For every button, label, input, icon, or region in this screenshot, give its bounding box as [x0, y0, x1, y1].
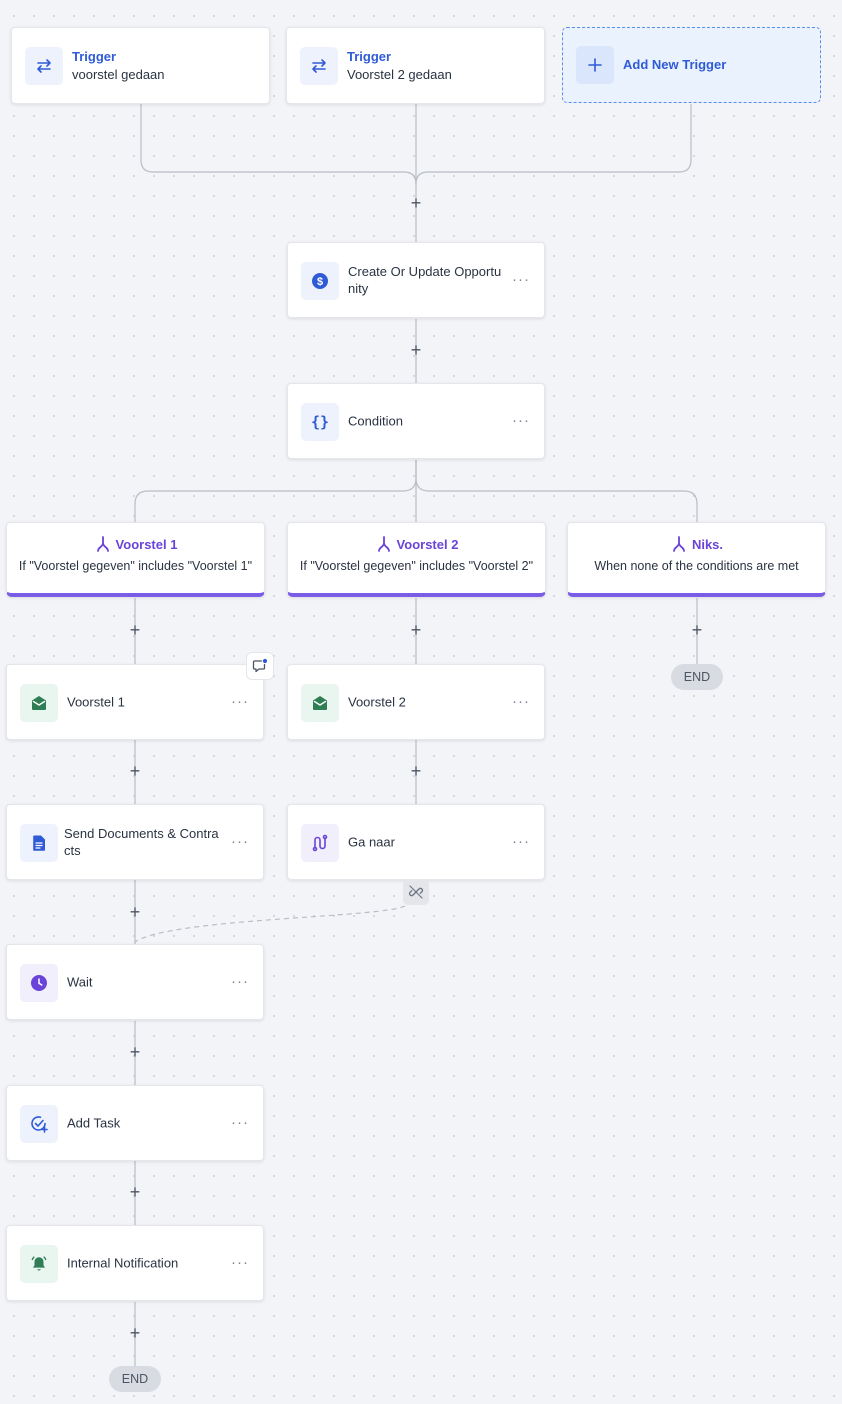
add-step-button[interactable]: +: [691, 620, 703, 640]
action-wait[interactable]: Wait ···: [6, 944, 264, 1020]
document-icon: [20, 824, 58, 862]
action-email-voorstel-1[interactable]: Voorstel 1 ···: [6, 664, 264, 740]
trigger-kicker: Trigger: [72, 49, 117, 64]
add-step-button[interactable]: +: [129, 620, 141, 640]
arrows-exchange-icon: [25, 47, 63, 85]
trigger-name: Voorstel 2 gedaan: [347, 67, 452, 82]
end-marker: END: [109, 1366, 161, 1392]
bell-icon: [20, 1245, 58, 1283]
branch-icon: [673, 536, 685, 552]
add-step-button[interactable]: +: [129, 1042, 141, 1062]
action-label: Ga naar: [348, 834, 395, 850]
branch-niks[interactable]: Niks. When none of the conditions are me…: [567, 522, 826, 597]
add-step-button[interactable]: +: [410, 340, 422, 360]
branch-description: When none of the conditions are met: [594, 559, 799, 573]
branch-voorstel-1[interactable]: Voorstel 1 If "Voorstel gegeven" include…: [6, 522, 265, 597]
action-label: Send Documents & Contracts: [64, 826, 219, 858]
action-internal-notification[interactable]: Internal Notification ···: [6, 1225, 264, 1301]
action-label: Voorstel 1: [67, 694, 125, 710]
add-step-button[interactable]: +: [129, 902, 141, 922]
branch-description: If "Voorstel gegeven" includes "Voorstel…: [299, 559, 534, 573]
trigger-kicker: Trigger: [347, 49, 392, 64]
more-options-button[interactable]: ···: [512, 412, 530, 429]
add-trigger-label: Add New Trigger: [623, 57, 727, 72]
arrows-exchange-icon: [300, 47, 338, 85]
action-label: Condition: [348, 413, 403, 429]
branch-voorstel-2[interactable]: Voorstel 2 If "Voorstel gegeven" include…: [287, 522, 546, 597]
add-step-button[interactable]: +: [410, 620, 422, 640]
plus-icon: [576, 46, 614, 84]
branch-icon: [377, 536, 390, 552]
add-new-trigger-button[interactable]: Add New Trigger: [562, 27, 821, 103]
action-label: Wait: [67, 974, 93, 990]
more-options-button[interactable]: ···: [231, 693, 249, 710]
more-options-button[interactable]: ···: [231, 1114, 249, 1131]
action-email-voorstel-2[interactable]: Voorstel 2 ···: [287, 664, 545, 740]
add-step-button[interactable]: +: [410, 193, 422, 213]
action-goto[interactable]: Ga naar ···: [287, 804, 545, 880]
unlink-icon[interactable]: [403, 879, 429, 905]
action-label: Add Task: [67, 1115, 121, 1131]
add-step-button[interactable]: +: [410, 761, 422, 781]
svg-text:{}: {}: [311, 413, 329, 431]
trigger-card[interactable]: Trigger voorstel gedaan: [11, 27, 270, 104]
action-condition[interactable]: {} Condition ···: [287, 383, 545, 459]
add-step-button[interactable]: +: [129, 761, 141, 781]
end-marker: END: [671, 664, 723, 690]
clock-icon: [20, 964, 58, 1002]
branch-icon: [96, 536, 109, 552]
branch-title-text: Niks.: [691, 536, 724, 552]
add-step-button[interactable]: +: [129, 1182, 141, 1202]
more-options-button[interactable]: ···: [231, 1254, 249, 1271]
email-icon: [301, 684, 339, 722]
trigger-name: voorstel gedaan: [72, 67, 165, 82]
branch-description: If "Voorstel gegeven" includes "Voorstel…: [18, 559, 253, 573]
more-options-button[interactable]: ···: [512, 833, 530, 850]
action-send-documents[interactable]: Send Documents & Contracts ···: [6, 804, 264, 880]
more-options-button[interactable]: ···: [231, 833, 249, 850]
svg-text:$: $: [317, 276, 323, 288]
more-options-button[interactable]: ···: [231, 973, 249, 990]
email-icon: [20, 684, 58, 722]
add-step-button[interactable]: +: [129, 1323, 141, 1343]
dollar-icon: $: [301, 262, 339, 300]
action-add-task[interactable]: Add Task ···: [6, 1085, 264, 1161]
more-options-button[interactable]: ···: [512, 693, 530, 710]
trigger-card[interactable]: Trigger Voorstel 2 gedaan: [286, 27, 545, 104]
braces-icon: {}: [301, 403, 339, 441]
action-label: Create Or Update Opportunity: [348, 264, 502, 296]
more-options-button[interactable]: ···: [512, 271, 530, 288]
branch-title-text: Voorstel 2: [396, 536, 459, 552]
task-check-icon: [20, 1105, 58, 1143]
comment-icon[interactable]: [246, 652, 274, 680]
action-label: Internal Notification: [67, 1255, 179, 1271]
action-create-opportunity[interactable]: $ Create Or Update Opportunity ···: [287, 242, 545, 318]
goto-icon: [301, 824, 339, 862]
branch-title-text: Voorstel 1: [115, 536, 178, 552]
action-label: Voorstel 2: [348, 694, 406, 710]
